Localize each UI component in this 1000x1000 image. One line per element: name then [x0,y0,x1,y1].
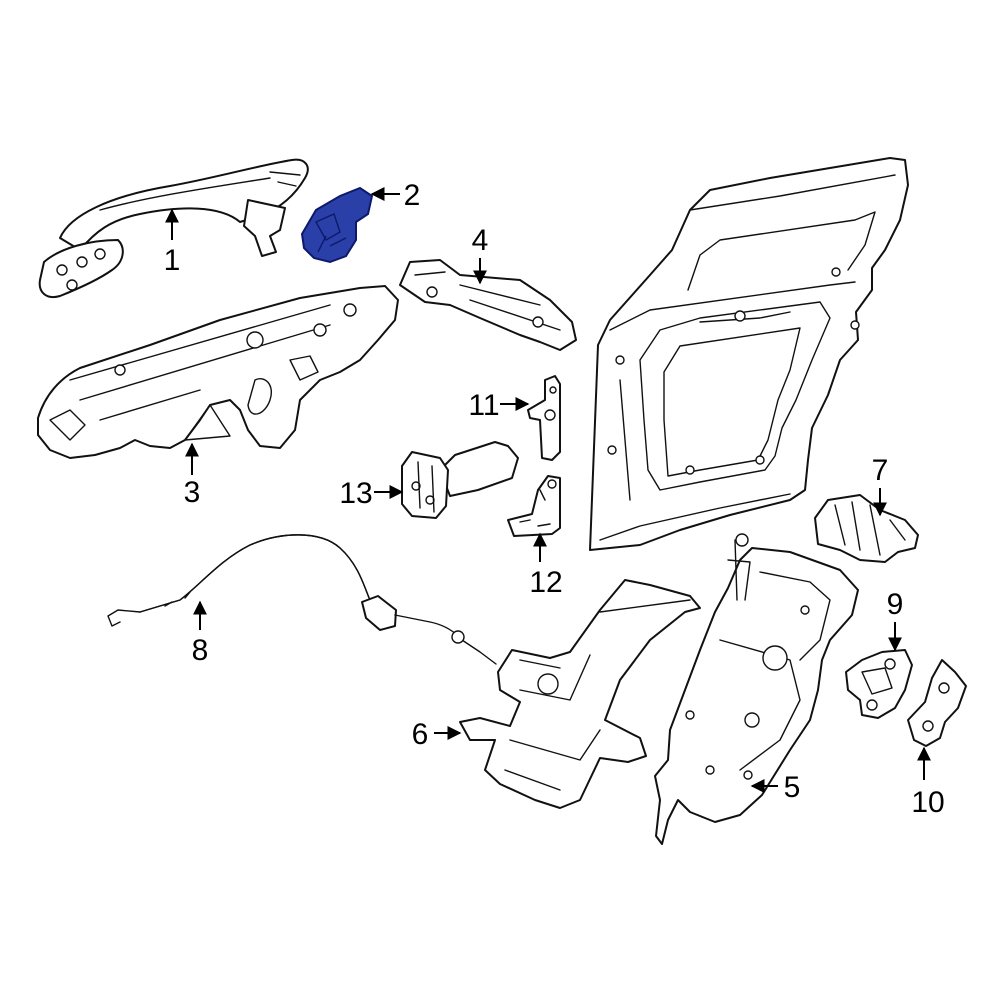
part-4-bracket[interactable] [399,259,577,351]
door-shell [589,157,909,551]
part-6-carrier-bracket[interactable] [459,579,701,809]
callout-7: 7 [872,454,889,487]
callout-1: 1 [164,244,181,277]
callout-6: 6 [412,718,429,751]
callout-13: 13 [339,477,372,510]
callout-10: 10 [911,786,944,819]
part-2-lock-cylinder[interactable] [300,186,374,264]
callout-labels: 1 2 3 4 5 6 7 8 9 10 11 12 13 [164,179,945,819]
part-13-check-strap[interactable] [401,441,519,519]
part-10-plate[interactable] [907,659,967,747]
callout-9: 9 [887,588,904,621]
callout-3: 3 [184,476,201,509]
callout-5: 5 [784,771,801,804]
callout-11: 11 [468,389,499,422]
leader-lines [165,187,931,793]
callout-2: 2 [404,179,421,212]
part-1-outside-handle[interactable] [38,158,309,298]
callout-4: 4 [472,224,489,257]
callout-8: 8 [192,634,209,667]
part-8-cable[interactable] [107,534,497,665]
part-7-latch-module[interactable] [814,494,919,563]
part-3-handle-carrier[interactable] [37,285,399,459]
callout-12: 12 [529,566,562,599]
part-9-striker[interactable] [845,649,913,719]
part-11-hinge[interactable] [527,375,561,461]
part-12-hinge[interactable] [507,475,561,537]
part-5-door-latch[interactable] [654,533,859,845]
